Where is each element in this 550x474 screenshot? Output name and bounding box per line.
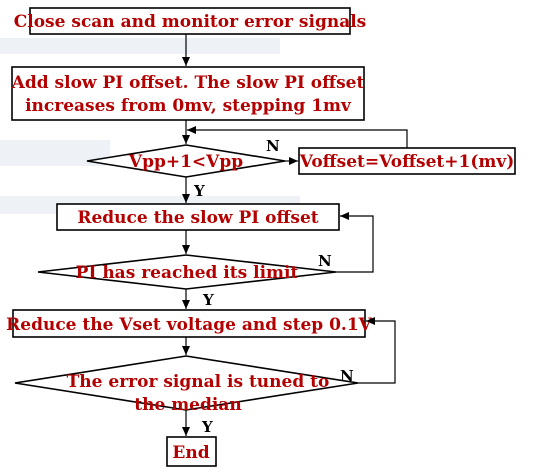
step-reduce-offset-box (56, 203, 340, 231)
background-artifacts (0, 38, 300, 214)
step-reduce-vset-text: Reduce the Vset voltage and step 0.1V (6, 315, 373, 335)
step-add-offset-line1: Add slow PI offset. The slow PI offset (11, 73, 365, 93)
label-no-vpp-check: N (266, 137, 280, 155)
label-yes-error-check: Y (201, 418, 213, 436)
label-no-limit-check: N (318, 252, 332, 270)
decision-error-check-line1: The error signal is tuned to (67, 372, 330, 392)
label-yes-limit-check: Y (202, 291, 214, 309)
arrow-limit-check-loop-back (336, 212, 374, 273)
step-voffset-text: Voffset=Voffset+1(mv) (299, 152, 515, 172)
step-reduce-offset-text: Reduce the slow PI offset (77, 208, 318, 228)
label-yes-vpp-check: Y (193, 182, 205, 200)
arrow-error-check-loop-back (358, 317, 396, 384)
step-close-scan-text: Close scan and monitor error signals (14, 12, 367, 32)
step-add-offset-line2: increases from 0mv, stepping 1mv (25, 96, 352, 116)
decision-error-check-line2: the median (134, 395, 241, 415)
arrow-voffset-loop-back (187, 126, 408, 148)
end-text: End (172, 443, 209, 463)
decision-limit-check-text: PI has reached its limit (76, 263, 299, 283)
step-add-offset-box (11, 66, 365, 121)
end-box (166, 436, 217, 467)
step-close-scan-box (29, 7, 351, 35)
decision-vpp-check-text: Vpp+1<Vpp (128, 152, 243, 172)
label-no-error-check: N (340, 367, 354, 385)
step-reduce-vset-box (12, 309, 366, 338)
